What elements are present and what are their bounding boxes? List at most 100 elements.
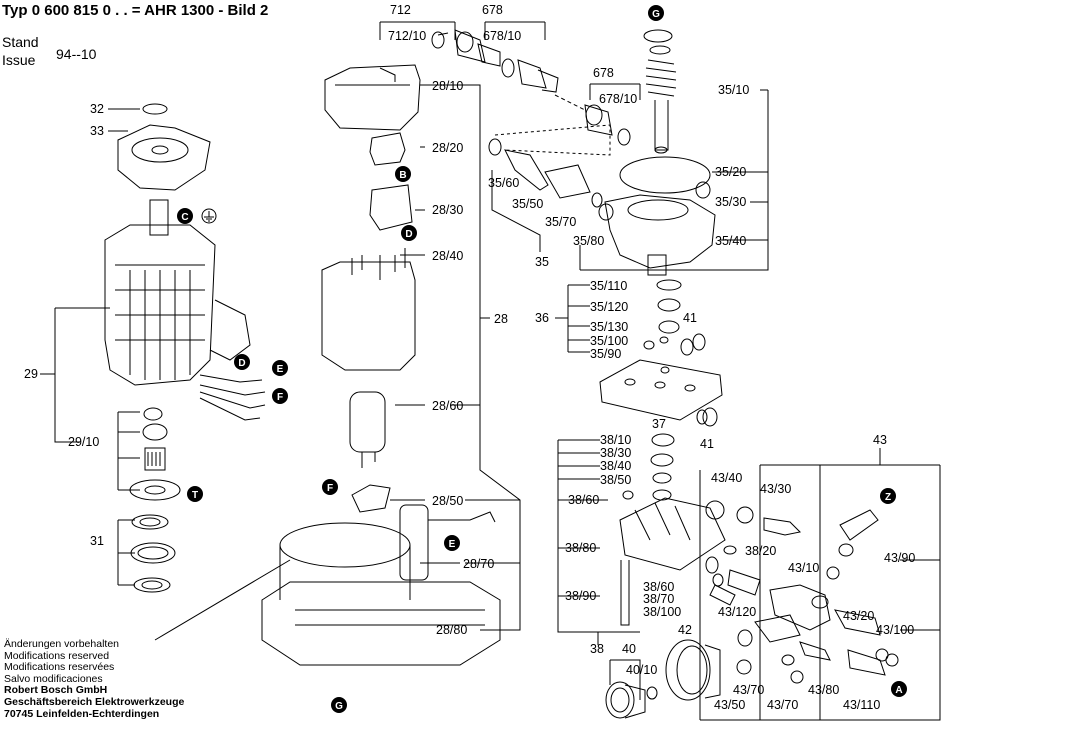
callout-g-bottom: G	[331, 697, 347, 713]
callout-f-left: F	[272, 388, 288, 404]
part-35: 35	[535, 255, 549, 269]
part-43-120: 43/120	[718, 605, 756, 619]
part-43-110: 43/110	[843, 698, 880, 712]
part-28-60: 28/60	[432, 399, 463, 413]
part-32: 32	[90, 102, 104, 116]
part-35-70: 35/70	[545, 215, 576, 229]
part-28-20: 28/20	[432, 141, 463, 155]
company-division: Geschäftsbereich Elektrowerkzeuge	[4, 695, 185, 708]
diagram-title: Typ 0 600 815 0 . . = AHR 1300 - Bild 2	[2, 2, 269, 19]
part-41-b: 41	[700, 437, 714, 451]
part-38: 38	[590, 642, 604, 656]
part-35-10: 35/10	[718, 83, 749, 97]
part-35-110: 35/110	[590, 279, 627, 293]
svg-text:G: G	[335, 701, 343, 712]
part-28-40: 28/40	[432, 249, 463, 263]
part-36: 36	[535, 311, 549, 325]
part-35-90: 35/90	[590, 347, 621, 361]
footer-line: Änderungen vorbehalten	[4, 638, 120, 650]
callout-a: A	[891, 681, 907, 697]
part-38-60: 38/60	[568, 493, 599, 507]
part-43-30: 43/30	[760, 482, 791, 496]
part-678-b: 678	[593, 66, 614, 80]
part-31: 31	[90, 534, 104, 548]
part-43-90: 43/90	[884, 551, 915, 565]
part-37: 37	[652, 417, 666, 431]
part-35-50: 35/50	[512, 197, 543, 211]
svg-text:G: G	[652, 9, 660, 20]
part-33: 33	[90, 124, 104, 138]
callout-d-left: D	[234, 354, 250, 370]
part-28-50: 28/50	[432, 494, 463, 508]
part-35-100: 35/100	[590, 334, 628, 348]
svg-text:Z: Z	[885, 492, 891, 503]
part-28-70: 28/70	[463, 557, 494, 571]
part-38-70: 38/70	[643, 592, 674, 606]
part-35-130: 35/130	[590, 320, 628, 334]
part-43: 43	[873, 433, 887, 447]
part-40: 40	[622, 642, 636, 656]
part-38-20: 38/20	[745, 544, 776, 558]
svg-text:T: T	[192, 490, 198, 501]
svg-text:A: A	[895, 685, 902, 696]
part-678-10-b: 678/10	[599, 92, 637, 106]
svg-text:C: C	[181, 212, 188, 223]
footer-notes: Änderungen vorbehalten Modifications res…	[4, 638, 185, 720]
svg-text:D: D	[405, 229, 412, 240]
part-38-40: 38/40	[600, 459, 631, 473]
company-address: 70745 Leinfelden-Echterdingen	[4, 707, 160, 720]
issue-label: Issue	[2, 52, 36, 68]
svg-text:D: D	[238, 358, 245, 369]
part-38-60-b: 38/60	[643, 580, 674, 594]
part-43-70-b: 43/70	[767, 698, 798, 712]
part-43-80: 43/80	[808, 683, 839, 697]
part-28-80: 28/80	[436, 623, 467, 637]
part-28: 28	[494, 312, 508, 326]
part-29-10: 29/10	[68, 435, 99, 449]
part-43-40: 43/40	[711, 471, 742, 485]
part-35-60: 35/60	[488, 176, 519, 190]
footer-line: Modifications reservées	[4, 661, 115, 674]
part-43-100: 43/100	[876, 623, 914, 637]
part-29: 29	[24, 367, 38, 381]
footer-line: Salvo modificaciones	[4, 672, 103, 685]
part-40-10: 40/10	[626, 663, 657, 677]
part-43-50: 43/50	[714, 698, 745, 712]
part-43-70-a: 43/70	[733, 683, 764, 697]
part-41-a: 41	[683, 311, 697, 325]
part-35-120: 35/120	[590, 300, 628, 314]
callout-e-mid: E	[444, 535, 460, 551]
part-43-10: 43/10	[788, 561, 819, 575]
part-43-20: 43/20	[843, 609, 874, 623]
part-28-10: 28/10	[432, 79, 463, 93]
svg-text:E: E	[277, 364, 284, 375]
stand-label: Stand	[2, 34, 39, 50]
callout-t: T	[187, 486, 203, 502]
part-38-50: 38/50	[600, 473, 631, 487]
part-712: 712	[390, 3, 411, 17]
part-35-80: 35/80	[573, 234, 604, 248]
part-712-10: 712/10	[388, 29, 426, 43]
callout-c: C	[177, 208, 193, 224]
part-28-30: 28/30	[432, 203, 463, 217]
part-38-30: 38/30	[600, 446, 631, 460]
ground-icon	[201, 208, 217, 224]
part-38-10: 38/10	[600, 433, 631, 447]
company-name: Robert Bosch GmbH	[4, 684, 108, 697]
callout-d-top: D	[401, 225, 417, 241]
stand-value: 94--10	[56, 46, 97, 62]
svg-text:F: F	[327, 483, 333, 494]
callout-b: B	[395, 166, 411, 182]
svg-text:F: F	[277, 392, 283, 403]
part-38-90: 38/90	[565, 589, 596, 603]
part-35-40: 35/40	[715, 234, 746, 248]
part-42: 42	[678, 623, 692, 637]
part-35-20: 35/20	[715, 165, 746, 179]
svg-text:B: B	[399, 170, 406, 181]
callout-z: Z	[880, 488, 896, 504]
callout-g-top: G	[648, 5, 664, 21]
part-678-10-a: 678/10	[483, 29, 521, 43]
part-678-a: 678	[482, 3, 503, 17]
